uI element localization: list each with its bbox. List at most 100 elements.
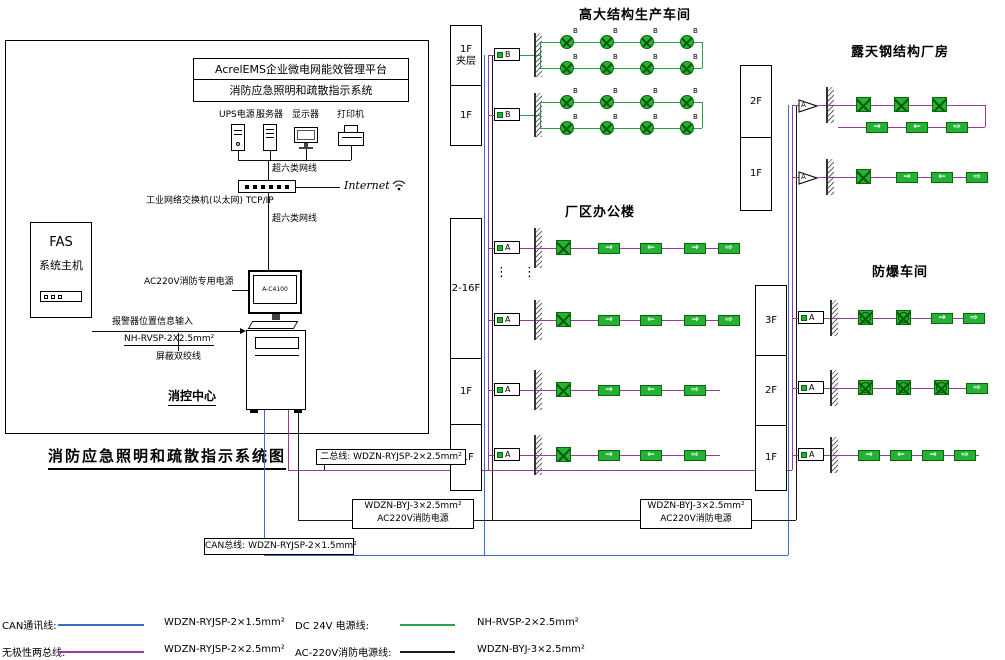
bus-row-line (520, 390, 720, 391)
diagram-title: 消防应急照明和疏散指示系统图 (48, 445, 287, 470)
arrow-head-icon (240, 328, 246, 334)
building1-floor-column: 1F 夹层 1F (450, 25, 482, 146)
dc-line (702, 42, 703, 68)
feeder-triangle: A (798, 170, 819, 189)
round-emergency-light: B (680, 88, 698, 109)
device-tag: B (693, 87, 698, 95)
ceiling-light-icon (856, 169, 871, 184)
feeder-stub (488, 320, 496, 321)
feeder-stub (488, 115, 496, 116)
label-leader (324, 465, 325, 470)
ceiling-light-icon (856, 97, 871, 112)
floor-label: 2-16F (451, 219, 481, 359)
round-emergency-light: B (640, 114, 658, 135)
round-emergency-light: B (560, 54, 578, 75)
feeder-stub (488, 55, 496, 56)
device-tag: B (653, 27, 658, 35)
building3-title: 露天钢结构厂房 (850, 45, 949, 60)
ac-label-right: WDZN-BYJ-3×2.5mm² AC220V消防电源 (640, 499, 752, 529)
wire-bus-riser-right (792, 105, 793, 470)
legend-dc-spec: NH-RVSP-2×2.5mm² (477, 617, 579, 628)
feeder-green-square (497, 451, 503, 458)
feeder-box: A (494, 313, 520, 326)
direction-sign-icon: ← (890, 450, 912, 461)
round-light-icon (600, 35, 614, 49)
wall-hatch-icon (534, 300, 542, 340)
workstation-cabinet-icon (246, 330, 306, 410)
legend-can-spec: WDZN-RYJSP-2×1.5mm² (164, 617, 285, 628)
explosion-proof-light-icon (896, 380, 911, 395)
wall-hatch-icon (534, 228, 542, 268)
wire-to-switch (268, 160, 269, 180)
exit-sign-icon: ⇨ (966, 383, 988, 394)
feeder-stub (792, 388, 800, 389)
round-light-icon (640, 121, 654, 135)
feeder-box: B (494, 48, 520, 61)
direction-sign-icon: → (684, 315, 706, 326)
round-emergency-light: B (560, 28, 578, 49)
wall-hatch-icon (534, 93, 542, 137)
round-emergency-light: B (640, 28, 658, 49)
ceiling-light-icon (556, 447, 571, 462)
ac-power-label: AC220V消防专用电源 (144, 277, 234, 287)
round-light-icon (680, 61, 694, 75)
round-light-icon (640, 61, 654, 75)
exit-sign-icon: ⇨ (718, 243, 740, 254)
dc-line (540, 128, 702, 129)
platform-title-box: AcrelEMS企业微电网能效管理平台 消防应急照明和疏散指示系统 (193, 58, 409, 102)
direction-sign-icon: → (922, 450, 944, 461)
round-emergency-light: B (640, 54, 658, 75)
device-tag: B (573, 113, 578, 121)
bus-row-line (520, 248, 735, 249)
dc-line (702, 102, 703, 128)
wire-can-riser-left (484, 55, 485, 555)
wall-hatch-icon (534, 370, 542, 410)
alarm-input-label: 报警器位置信息输入 (112, 317, 194, 327)
workstation-monitor-icon: A-C4100 (248, 270, 302, 314)
round-emergency-light: B (600, 28, 618, 49)
dc-line (540, 68, 702, 69)
feeder-letter: A (505, 242, 511, 252)
wall-hatch-icon (830, 437, 838, 473)
dc-line (520, 115, 540, 116)
exit-sign-icon: ⇨ (966, 172, 988, 183)
direction-sign-icon: → (684, 243, 706, 254)
device-tag: B (613, 87, 618, 95)
feeder-box: B (494, 108, 520, 121)
monitor-stand-icon (272, 314, 280, 320)
server-icon (263, 124, 277, 151)
wire-can-horizontal (264, 555, 788, 556)
direction-sign-icon: ← (640, 315, 662, 326)
round-light-icon (600, 61, 614, 75)
direction-sign-icon: → (896, 172, 918, 183)
wire-bus-vertical-left (288, 410, 289, 470)
direction-sign-icon: ← (906, 122, 928, 133)
internet-label: Internet (344, 179, 390, 192)
ac-label-left: WDZN-BYJ-3×2.5mm² AC220V消防电源 (352, 499, 474, 529)
round-light-icon (640, 95, 654, 109)
feeder-box: A (494, 241, 520, 254)
wall-hatch-icon (826, 159, 834, 195)
feeder-box: A (494, 383, 520, 396)
explosion-proof-light-icon (934, 380, 949, 395)
direction-sign-icon: ← (931, 172, 953, 183)
bus2-label: 二总线: WDZN-RYJSP-2×2.5mm² (316, 449, 466, 465)
wire-can-riser-right (788, 105, 789, 555)
wire-ac-to-workstation (232, 290, 248, 291)
round-light-icon (680, 121, 694, 135)
server-label: 服务器 (256, 110, 284, 120)
direction-sign-icon: → (866, 122, 888, 133)
round-light-icon (560, 95, 574, 109)
repeat-dots: ⋮ (523, 265, 536, 280)
exit-sign-icon: ⇨ (963, 313, 985, 324)
legend-can-label: CAN通讯线: (2, 621, 57, 632)
feeder-stub (488, 248, 496, 249)
building4-title: 防爆车间 (871, 265, 928, 280)
device-tag: B (573, 53, 578, 61)
cabinet-leg (250, 410, 258, 413)
fas-subtitle: 系统主机 (39, 259, 83, 272)
bus-row-line (520, 320, 735, 321)
wire-ac-riser-right (796, 105, 797, 520)
exit-sign-icon: ⇨ (684, 385, 706, 396)
round-light-icon (640, 35, 654, 49)
